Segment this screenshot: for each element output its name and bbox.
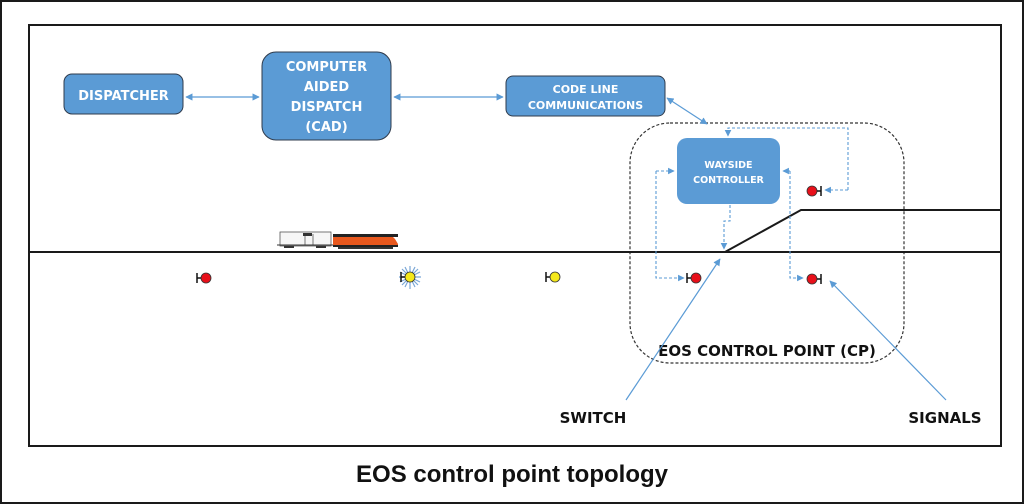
- switch-callout-arrow: [625, 258, 721, 401]
- signal-flashing-yellow: [399, 266, 421, 289]
- signals-callout-label: SIGNALS: [908, 409, 981, 427]
- dispatcher-label: DISPATCHER: [78, 89, 169, 104]
- control-point-region: [629, 122, 905, 364]
- signal-lamp-red: [690, 272, 702, 284]
- signal-lamp-yellow: [549, 271, 561, 283]
- switch-callout-label: SWITCH: [560, 409, 627, 427]
- codeline-cp-link: [666, 97, 708, 125]
- control-point-label: EOS CONTROL POINT (CP): [658, 342, 876, 360]
- code-line-label-line-1: CODE LINE: [553, 83, 619, 96]
- boxcar: [277, 231, 333, 248]
- signal-lamp-red: [806, 273, 818, 285]
- locomotive: [333, 234, 398, 249]
- signal-cp-west: [686, 272, 702, 284]
- signal-cp-east-main: [806, 273, 822, 285]
- train: [277, 231, 398, 249]
- cad-box: COMPUTER AIDED DISPATCH (CAD): [261, 51, 392, 141]
- wc-east-signal-link: [789, 171, 804, 282]
- code-line-label-line-2: COMMUNICATIONS: [528, 99, 643, 112]
- wc-switch-link: [720, 205, 731, 250]
- code-line-box: CODE LINE COMMUNICATIONS: [505, 75, 666, 117]
- wayside-label-line-2: CONTROLLER: [693, 175, 764, 186]
- wayside-controller-box: WAYSIDE CONTROLLER: [677, 138, 780, 204]
- cad-label-line-4: (CAD): [305, 120, 347, 135]
- siding-track-switch: [724, 209, 1001, 253]
- cad-label-line-2: AIDED: [304, 80, 350, 95]
- signal-lamp-yellow: [404, 271, 416, 283]
- dispatcher-box: DISPATCHER: [63, 73, 184, 115]
- signals-callout-arrow: [829, 280, 947, 401]
- wc-top-link: [724, 127, 849, 190]
- signal-yellow: [545, 271, 561, 283]
- signal-cp-east-siding: [806, 185, 822, 197]
- signal-red-1: [196, 272, 212, 284]
- signal-lamp-red: [806, 185, 818, 197]
- cad-label-line-3: DISPATCH: [291, 100, 363, 115]
- inner-frame: [28, 24, 1002, 447]
- wayside-label-line-1: WAYSIDE: [704, 160, 752, 171]
- figure-caption: EOS control point topology: [356, 461, 668, 488]
- wc-west-signal-link: [655, 171, 685, 282]
- cad-label-line-1: COMPUTER: [286, 60, 367, 75]
- signal-lamp-red: [200, 272, 212, 284]
